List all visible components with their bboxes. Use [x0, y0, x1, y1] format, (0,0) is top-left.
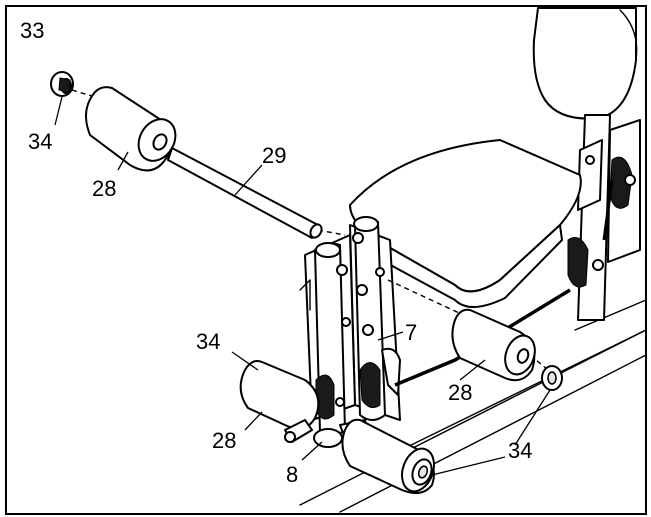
- roller-pad-28-left: [239, 360, 320, 430]
- label-34-bottom: 34: [508, 438, 532, 463]
- label-28-right: 28: [448, 380, 472, 405]
- tube-29: [167, 147, 323, 239]
- washer-34-top: [50, 71, 74, 97]
- cable: [394, 288, 571, 387]
- roller-pad-bottom: [341, 418, 435, 495]
- label-7: 7: [405, 320, 417, 345]
- seat-pad: [349, 139, 582, 308]
- callout-lines: [54, 96, 551, 476]
- label-28-top: 28: [92, 176, 116, 201]
- backrest-pad: [532, 7, 638, 120]
- label-34-top: 34: [28, 129, 52, 154]
- label-8: 8: [286, 462, 298, 487]
- cable-upper: [602, 179, 614, 241]
- roller-pad-28-top: [85, 86, 177, 172]
- step-number: 33: [20, 18, 44, 43]
- washer-34-right: [541, 365, 563, 391]
- label-34-left: 34: [196, 329, 220, 354]
- roller-pad-28-right: [451, 308, 536, 382]
- label-28-left: 28: [212, 428, 236, 453]
- label-29: 29: [262, 143, 286, 168]
